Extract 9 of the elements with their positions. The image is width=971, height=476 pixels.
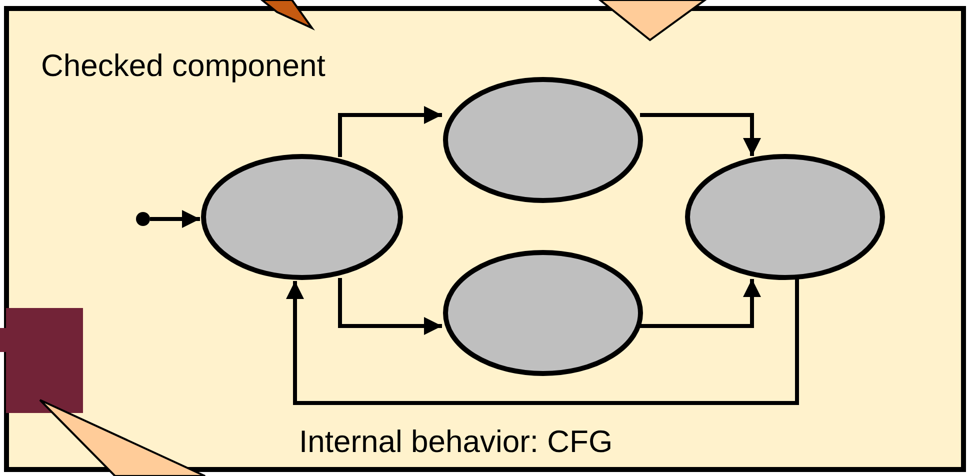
arrow [150,210,200,228]
component-frame [4,6,966,472]
arrow [640,279,761,328]
behavior-caption: Internal behavior: CFG [299,425,613,460]
component-title: Checked component [41,49,326,84]
arrow [338,106,442,157]
arrow [640,113,761,156]
arrow [286,279,799,405]
arrow [338,278,442,335]
